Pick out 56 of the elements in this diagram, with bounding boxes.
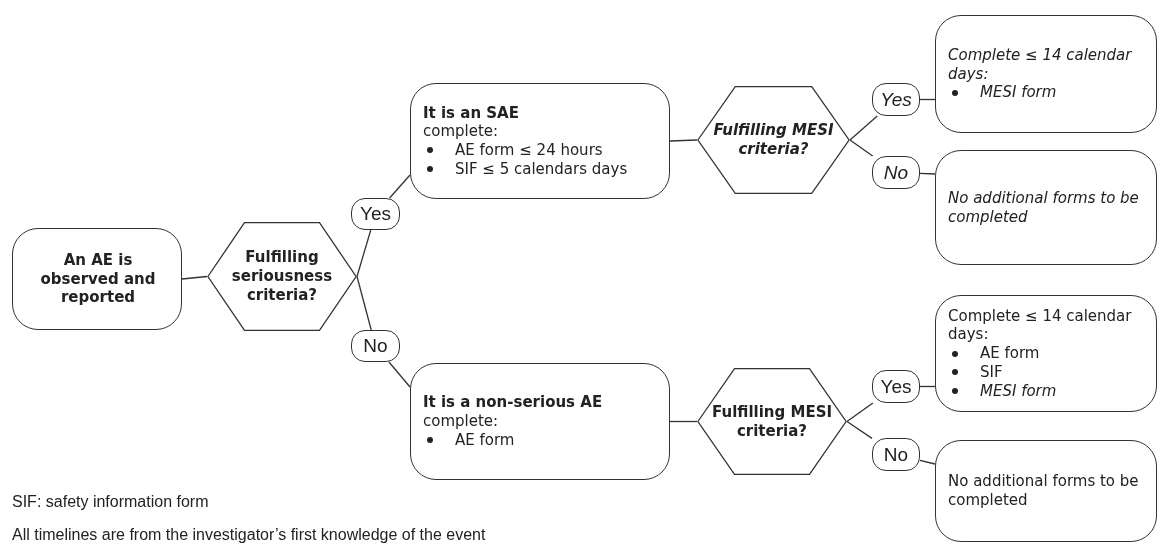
list-item: AE form [455, 430, 515, 450]
answer-label: Yes [880, 374, 912, 399]
connector-line [846, 402, 874, 423]
node-heading: No additional forms to be completed [948, 188, 1140, 227]
connector-line [356, 229, 372, 278]
decision-hexagon [697, 86, 850, 194]
connector-line [919, 459, 936, 465]
answer-label: Yes [880, 87, 912, 112]
node-text: complete: [423, 412, 500, 431]
node-heading: Complete ≤ 14 calendar days: [948, 306, 1133, 345]
connector-line [849, 139, 874, 157]
connector-line [846, 420, 873, 439]
answer-pill [872, 83, 920, 116]
answer-label: No [883, 160, 909, 185]
process-box [935, 150, 1157, 265]
answer-pill [872, 156, 920, 189]
decision-text: Fulfilling MESI criteria? [710, 402, 834, 441]
answer-pill [872, 438, 920, 471]
node-heading: It is an SAE [423, 103, 520, 123]
answer-label: No [363, 334, 388, 358]
decision-hexagon [697, 368, 847, 475]
connector-line [919, 172, 936, 175]
process-box [410, 363, 670, 480]
node-heading: No additional forms to be completed [948, 472, 1140, 510]
connector-line [669, 139, 698, 142]
connector-line [388, 361, 411, 388]
decision-text: Fulfilling MESI criteria? [712, 121, 835, 159]
connector-line [356, 275, 372, 331]
process-box [12, 228, 182, 330]
connector-line [181, 275, 208, 280]
process-box [935, 15, 1157, 133]
list-item: AE form ≤ 24 hours [455, 141, 603, 160]
answer-pill [351, 198, 400, 230]
list-item: AE form [980, 344, 1040, 363]
process-box [935, 440, 1157, 542]
answer-pill [351, 330, 400, 362]
list-item: SIF [980, 362, 1003, 382]
node-heading: An AE is observed and reported [39, 250, 157, 308]
answer-label: Yes [360, 202, 391, 226]
decision-text: Fulfilling seriousness criteria? [230, 248, 334, 305]
node-text: complete: [423, 122, 500, 141]
process-box [410, 83, 670, 199]
answer-label: No [883, 442, 909, 467]
answer-pill [872, 370, 920, 403]
list-item: SIF ≤ 5 calendars days [455, 159, 628, 179]
list-item: MESI form [980, 381, 1057, 401]
connector-line [669, 420, 698, 423]
decision-hexagon [207, 222, 357, 331]
process-box [935, 295, 1157, 412]
node-heading: It is a non-serious AE [423, 393, 604, 413]
footnote: SIF: safety information form [12, 493, 209, 511]
list-item: MESI form [980, 83, 1057, 103]
connector-line [389, 174, 411, 199]
connector-line [849, 115, 878, 141]
footnote: All timelines are from the investigator’s first knowledge of the event [12, 526, 486, 544]
node-heading: Complete ≤ 14 calendar days: [948, 45, 1133, 84]
